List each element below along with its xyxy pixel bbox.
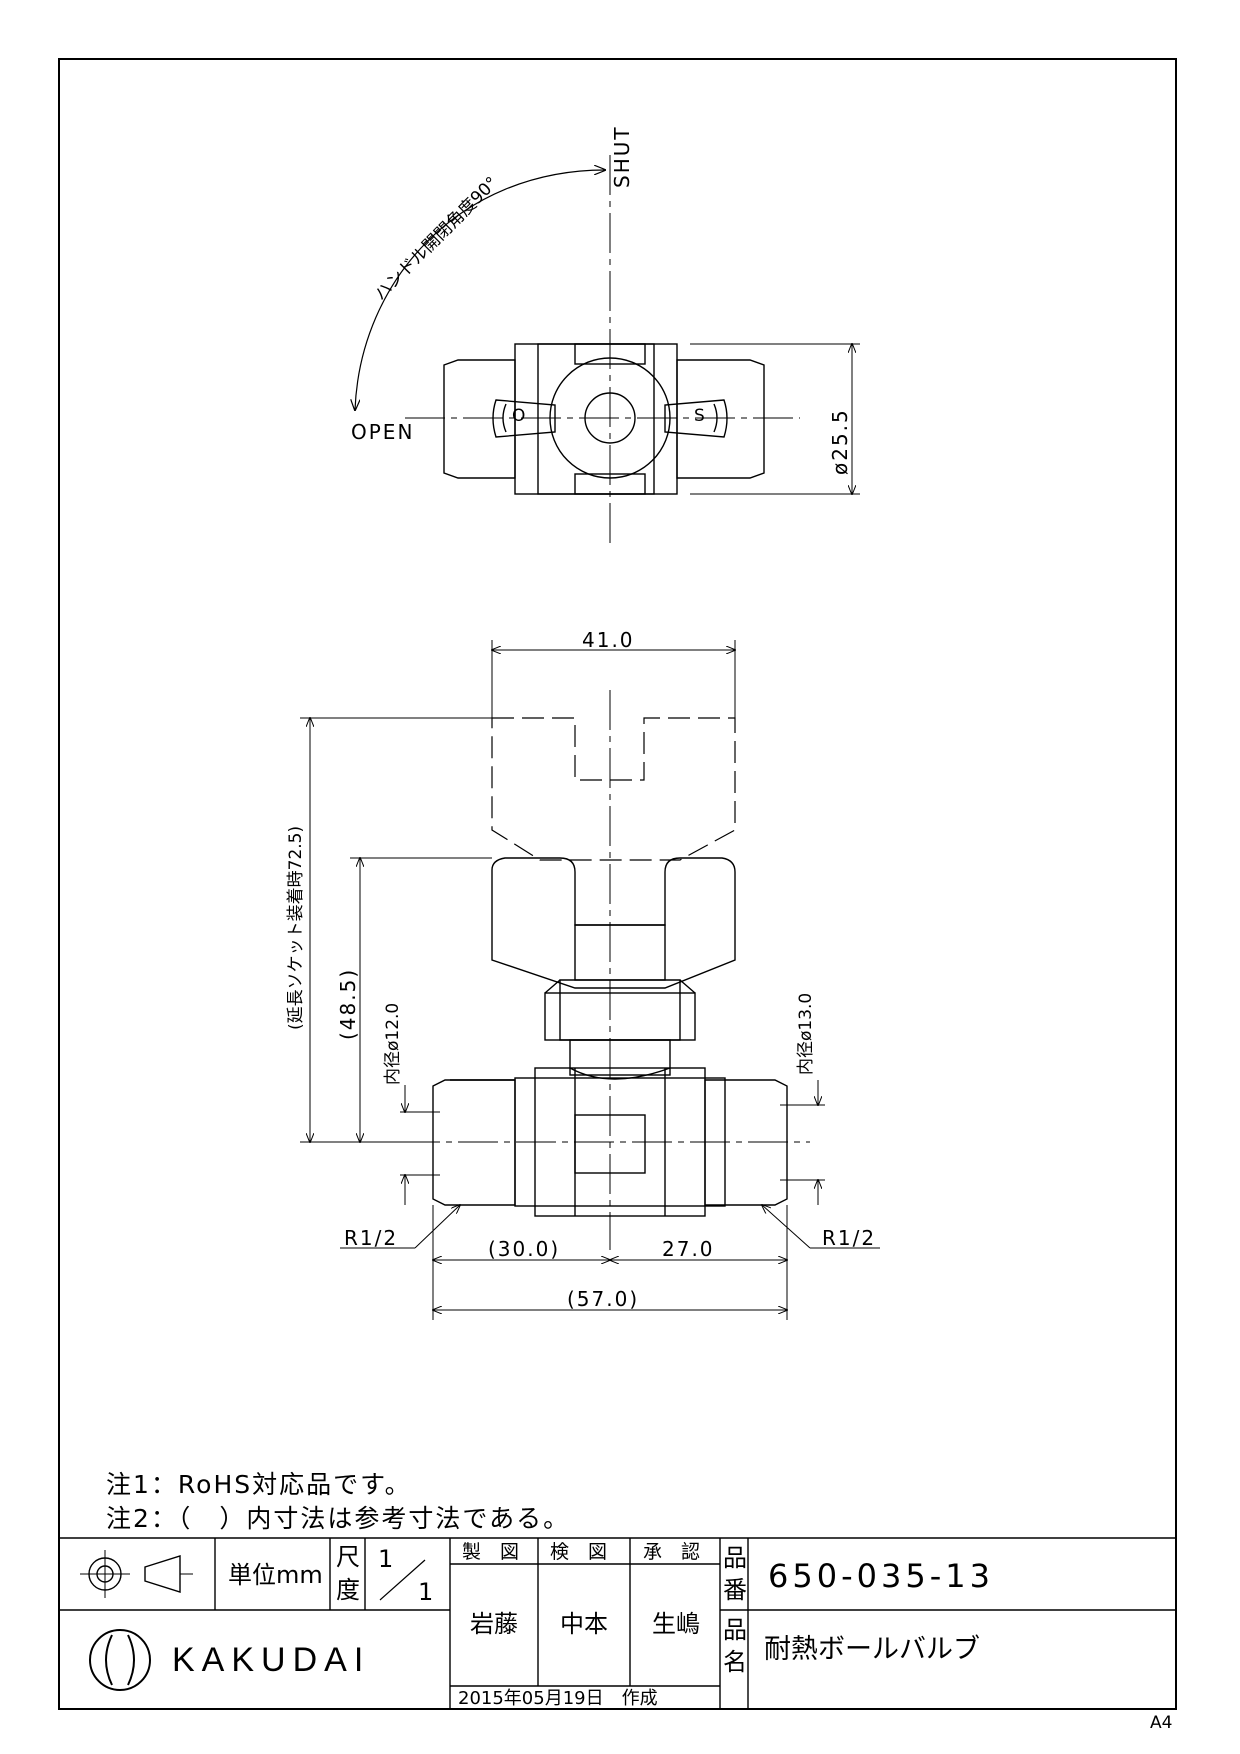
scale-label-1: 尺: [336, 1543, 360, 1571]
height-48-5-label: (48.5): [336, 967, 360, 1040]
part-number: 650-035-13: [768, 1557, 994, 1595]
width-41-label: 41.0: [582, 628, 635, 652]
check-header: 検 図: [550, 1541, 608, 1563]
part-name: 耐熱ボールバルブ: [764, 1634, 980, 1665]
part-name-label-2: 名: [723, 1648, 747, 1676]
checked-by: 中本: [560, 1610, 608, 1638]
right-length-label: 27.0: [662, 1237, 715, 1261]
note-2: 注2：（ ）内寸法は参考寸法である。: [106, 1504, 571, 1533]
handle-o-mark: O: [512, 406, 526, 426]
handle-s-mark: S: [694, 406, 705, 426]
approve-header: 承 認: [643, 1541, 701, 1563]
thread-right-label: R1/2: [822, 1226, 877, 1250]
thread-left-label: R1/2: [344, 1226, 399, 1250]
diameter-25-5-label: ø25.5: [828, 408, 852, 475]
title-block: [59, 1537, 1176, 1709]
note-1: 注1：RoHS対応品です。: [106, 1470, 412, 1499]
inner-dia-right-label: 内径ø13.0: [796, 992, 816, 1075]
sheet-border: [58, 58, 1177, 1710]
scale-label-2: 度: [336, 1576, 360, 1604]
front-view: [300, 640, 880, 1320]
logo-text: KAKUDAI: [172, 1641, 371, 1679]
left-length-label: (30.0): [488, 1237, 561, 1261]
made-by: 岩藤: [470, 1610, 518, 1638]
approved-by: 生嶋: [652, 1610, 700, 1638]
part-no-label-2: 番: [723, 1576, 747, 1604]
scale-denominator: 1: [418, 1578, 434, 1606]
shut-label: SHUT: [610, 125, 634, 188]
top-view: [355, 155, 860, 545]
drawing-date: 2015年05月19日 作成: [458, 1688, 658, 1709]
ext-height-label: (延長ソケット装着時72.5): [286, 825, 306, 1030]
unit-label: 単位mm: [228, 1561, 323, 1589]
open-label: OPEN: [351, 420, 415, 444]
kakudai-logo-icon: [89, 1629, 151, 1691]
paper-size: A4: [1150, 1713, 1173, 1733]
made-header: 製 図: [462, 1541, 520, 1563]
total-length-label: (57.0): [567, 1287, 640, 1311]
projection-symbol-icon: [80, 1550, 193, 1598]
part-no-label-1: 品: [723, 1544, 747, 1572]
scale-numerator: 1: [378, 1545, 394, 1573]
inner-dia-left-label: 内径ø12.0: [383, 1002, 403, 1085]
part-name-label-1: 品: [723, 1616, 747, 1644]
